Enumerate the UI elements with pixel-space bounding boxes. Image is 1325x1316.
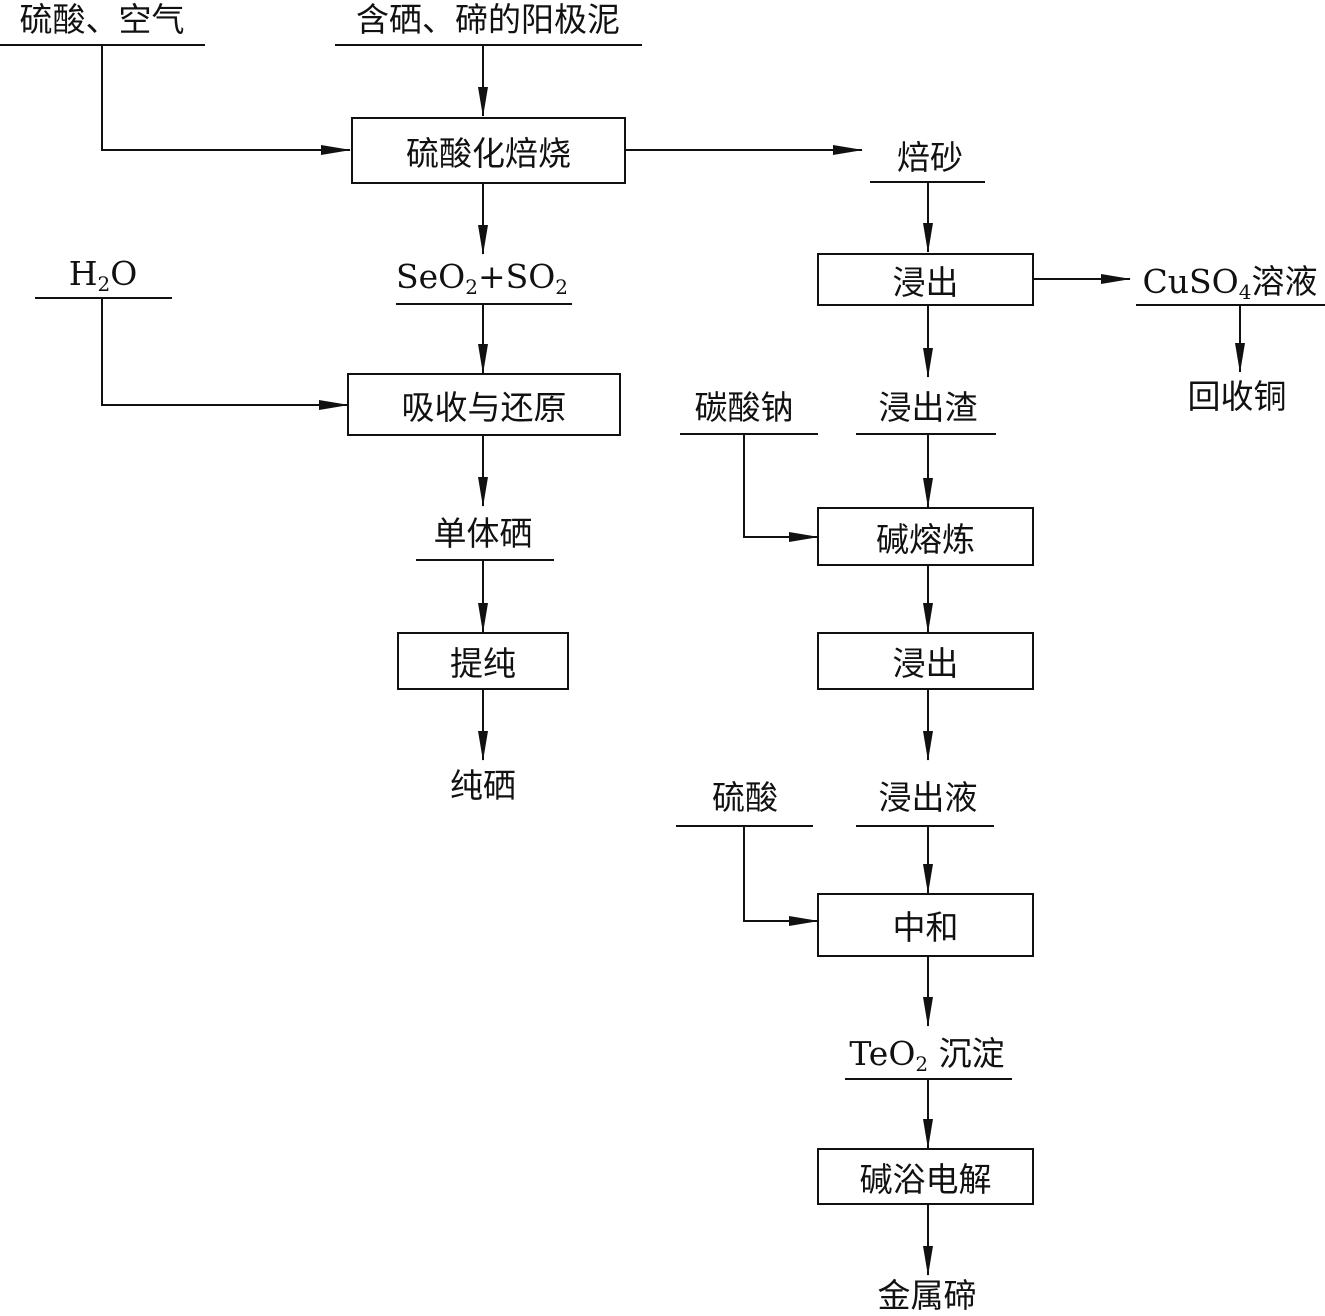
process-label: 浸出 xyxy=(892,262,959,302)
process-purification: 提纯 xyxy=(397,632,569,690)
water-o: O xyxy=(110,254,138,293)
process-label: 碱熔炼 xyxy=(876,519,975,559)
cuso4-suffix: 溶液 xyxy=(1251,262,1318,301)
teo2-subscript: 2 xyxy=(915,1052,929,1076)
process-sulfation-roasting: 硫酸化焙烧 xyxy=(351,117,626,184)
process-leaching-1: 浸出 xyxy=(817,253,1034,306)
input-sodium-carbonate: 碳酸钠 xyxy=(694,388,794,427)
process-absorption-reduction: 吸收与还原 xyxy=(347,373,621,436)
label-calcine: 焙砂 xyxy=(897,138,963,177)
process-alkali-smelting: 碱熔炼 xyxy=(817,507,1034,566)
arrow-water-to-absorption xyxy=(101,298,349,410)
output-metallic-tellurium: 金属碲 xyxy=(877,1276,977,1315)
label-leach-solution: 浸出液 xyxy=(878,778,978,817)
cuso4-subscript: 4 xyxy=(1238,280,1252,304)
output-pure-selenium: 纯硒 xyxy=(450,766,516,805)
gases-seo: SeO xyxy=(396,257,466,296)
teo2-suffix: 沉淀 xyxy=(928,1034,1005,1073)
process-leaching-2: 浸出 xyxy=(817,632,1034,690)
gases-sub-1: 2 xyxy=(465,275,478,299)
cuso4-formula: CuSO xyxy=(1142,262,1239,301)
water-subscript: 2 xyxy=(97,272,111,296)
process-alkaline-electrolysis: 碱浴电解 xyxy=(817,1148,1034,1205)
process-label: 浸出 xyxy=(892,644,959,683)
input-anode-slime: 含硒、碲的阳极泥 xyxy=(356,0,620,39)
teo2-formula: TeO xyxy=(849,1034,916,1073)
label-elemental-selenium: 单体硒 xyxy=(433,514,533,553)
label-leach-residue: 浸出渣 xyxy=(878,388,978,427)
water-h: H xyxy=(68,254,98,293)
arrow-acid-to-neutralization xyxy=(743,826,819,926)
process-label: 中和 xyxy=(892,908,959,947)
input-sulfuric-acid-air: 硫酸、空气 xyxy=(19,0,185,39)
gases-so: +SO xyxy=(477,257,556,296)
label-cuso4-solution: CuSO4溶液 xyxy=(1143,262,1318,302)
process-label: 提纯 xyxy=(450,644,516,683)
label-teo2-precipitate: TeO2 沉淀 xyxy=(849,1034,1004,1074)
input-sulfuric-acid: 硫酸 xyxy=(712,778,778,817)
process-label: 吸收与还原 xyxy=(401,387,567,427)
gases-sub-2: 2 xyxy=(555,275,568,299)
arrow-acid-air-to-roasting xyxy=(101,45,351,155)
process-neutralization: 中和 xyxy=(817,893,1034,957)
process-label: 碱浴电解 xyxy=(859,1159,992,1199)
output-copper-recovery: 回收铜 xyxy=(1187,377,1287,416)
process-label: 硫酸化焙烧 xyxy=(406,133,571,173)
input-water: H2O xyxy=(69,254,138,294)
arrow-na2co3-to-smelting xyxy=(743,434,819,542)
label-gases: SeO2+SO2 xyxy=(396,257,568,297)
